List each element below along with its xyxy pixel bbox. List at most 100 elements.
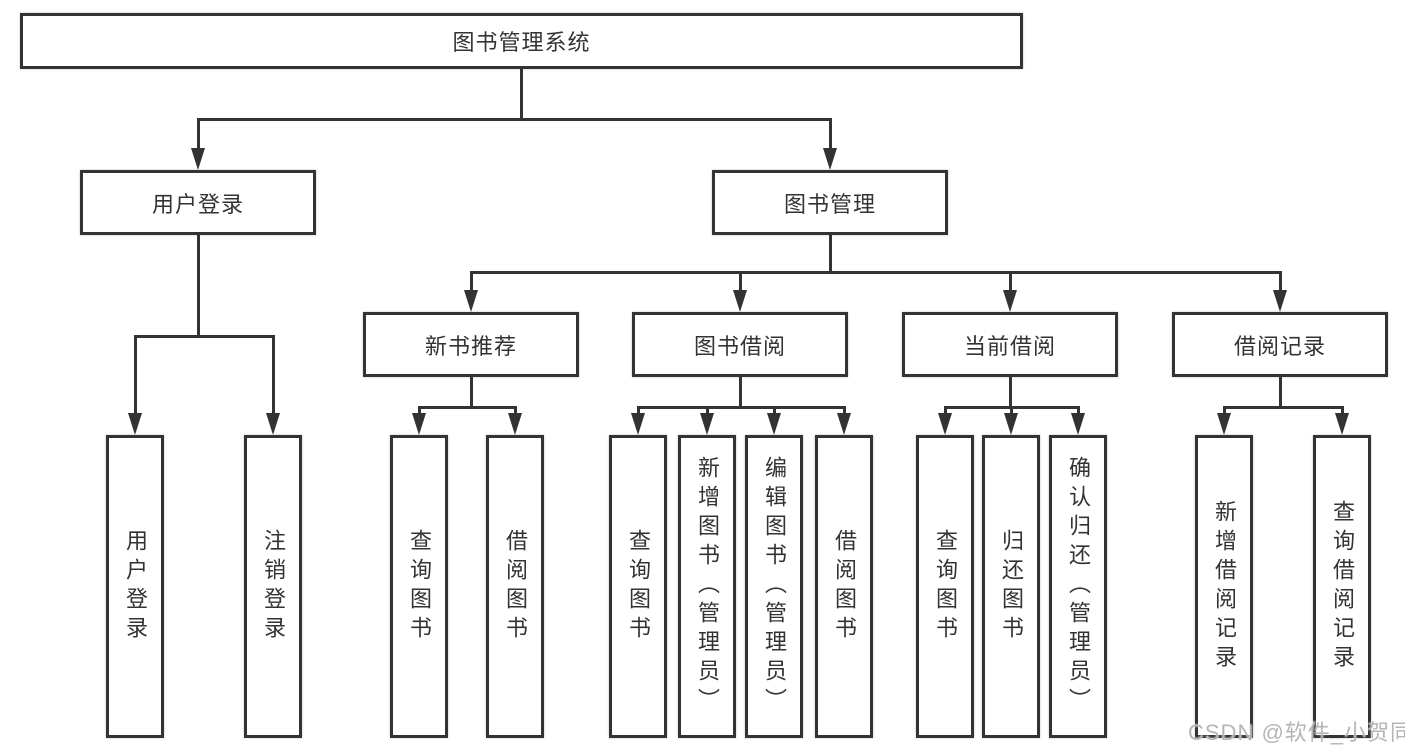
connector-book-borrow-rail	[636, 405, 846, 409]
arrow-shaft	[1008, 272, 1012, 292]
arrow-shaft	[943, 407, 947, 415]
connector-new-book-stem	[469, 377, 473, 407]
node-current-borrow: 当前借阅	[902, 312, 1118, 377]
arrow-to-current-borrow	[1003, 272, 1017, 312]
arrow-to-book-management	[823, 119, 837, 170]
arrow-shaft	[196, 119, 200, 150]
leaf-logout: 注销登录	[244, 435, 302, 738]
node-book-borrow: 图书借阅	[632, 312, 848, 377]
arrowhead-icon	[733, 290, 747, 312]
arrowhead-icon	[412, 413, 426, 435]
leaf-borrow-edit-book: 编辑图书（管理员）	[745, 435, 803, 738]
arrow-to-newbook-query	[412, 407, 426, 435]
node-borrow-records: 借阅记录	[1172, 312, 1388, 377]
arrow-to-leaf-user-login	[128, 336, 142, 435]
arrowhead-icon	[823, 148, 837, 170]
leaf-records-add-record: 新增借阅记录	[1195, 435, 1253, 738]
leaf-current-return-book: 归还图书	[982, 435, 1040, 738]
arrowhead-icon	[128, 413, 142, 435]
leaf-records-query-record: 查询借阅记录	[1313, 435, 1371, 738]
arrow-shaft	[469, 272, 473, 292]
connector-root-stem	[519, 69, 523, 119]
leaf-records-query-record-label: 查询借阅记录	[1330, 499, 1355, 674]
arrow-to-bb-add	[700, 407, 714, 435]
arrow-to-bb-query	[631, 407, 645, 435]
leaf-newbook-borrow-book: 借阅图书	[486, 435, 544, 738]
arrow-shaft	[1278, 272, 1282, 292]
arrow-to-cb-confirm	[1071, 407, 1085, 435]
node-user-login-label: 用户登录	[151, 191, 244, 217]
leaf-current-return-book-label: 归还图书	[999, 528, 1024, 645]
arrow-to-leaf-logout	[266, 336, 280, 435]
leaf-borrow-borrow-book: 借阅图书	[815, 435, 873, 738]
leaf-borrow-edit-book-label: 编辑图书（管理员）	[762, 456, 787, 717]
connector-new-book-rail	[417, 405, 517, 409]
node-new-book-recommend-label: 新书推荐	[424, 333, 517, 359]
node-book-management: 图书管理	[712, 170, 948, 235]
leaf-logout-label: 注销登录	[261, 528, 286, 645]
node-book-management-label: 图书管理	[783, 191, 876, 217]
arrowhead-icon	[938, 413, 952, 435]
arrowhead-icon	[837, 413, 851, 435]
csdn-watermark: CSDN @软件_小贺同学	[1188, 720, 1405, 745]
arrow-to-borrow-records	[1273, 272, 1287, 312]
arrowhead-icon	[1273, 290, 1287, 312]
arrowhead-icon	[508, 413, 522, 435]
arrow-shaft	[772, 407, 776, 415]
leaf-current-query-book-label: 查询图书	[933, 528, 958, 645]
leaf-current-confirm-return: 确认归还（管理员）	[1049, 435, 1107, 738]
connector-user-login-stem	[196, 235, 200, 336]
arrow-shaft	[738, 272, 742, 292]
leaf-borrow-query-book-label: 查询图书	[626, 528, 651, 645]
arrow-to-newbook-borrow	[508, 407, 522, 435]
arrow-shaft	[636, 407, 640, 415]
arrowhead-icon	[1217, 413, 1231, 435]
connector-current-borrow-stem	[1008, 377, 1012, 407]
arrow-shaft	[133, 336, 137, 415]
connector-book-borrow-stem	[738, 377, 742, 407]
arrow-to-cb-return	[1004, 407, 1018, 435]
leaf-current-confirm-return-label: 确认归还（管理员）	[1066, 456, 1091, 717]
arrowhead-icon	[266, 413, 280, 435]
arrow-to-user-login	[191, 119, 205, 170]
arrow-to-records-add	[1217, 407, 1231, 435]
arrow-to-book-borrow	[733, 272, 747, 312]
node-current-borrow-label: 当前借阅	[963, 333, 1056, 359]
arrow-to-bb-edit	[767, 407, 781, 435]
arrowhead-icon	[464, 290, 478, 312]
node-borrow-records-label: 借阅记录	[1233, 333, 1326, 359]
arrowhead-icon	[1071, 413, 1085, 435]
leaf-borrow-add-book-label: 新增图书（管理员）	[695, 456, 720, 717]
leaf-records-add-record-label: 新增借阅记录	[1212, 499, 1237, 674]
arrowhead-icon	[1003, 290, 1017, 312]
arrow-shaft	[1340, 407, 1344, 415]
connector-records-rail	[1222, 405, 1344, 409]
arrow-shaft	[705, 407, 709, 415]
arrow-to-new-book-recommend	[464, 272, 478, 312]
leaf-user-login-label: 用户登录	[123, 528, 148, 645]
arrowhead-icon	[1004, 413, 1018, 435]
leaf-borrow-add-book: 新增图书（管理员）	[678, 435, 736, 738]
arrow-shaft	[1222, 407, 1226, 415]
node-new-book-recommend: 新书推荐	[363, 312, 579, 377]
leaf-current-query-book: 查询图书	[916, 435, 974, 738]
leaf-newbook-query-book-label: 查询图书	[407, 528, 432, 645]
leaf-newbook-borrow-book-label: 借阅图书	[503, 528, 528, 645]
arrow-shaft	[271, 336, 275, 415]
arrow-shaft	[1076, 407, 1080, 415]
arrowhead-icon	[191, 148, 205, 170]
leaf-borrow-borrow-book-label: 借阅图书	[832, 528, 857, 645]
node-user-login: 用户登录	[80, 170, 316, 235]
connector-root-rail	[196, 117, 832, 121]
connector-book-management-stem	[828, 235, 832, 272]
connector-records-stem	[1278, 377, 1282, 407]
arrow-shaft	[1009, 407, 1013, 415]
leaf-user-login: 用户登录	[106, 435, 164, 738]
node-root-label: 图书管理系统	[452, 30, 591, 55]
node-root: 图书管理系统	[20, 13, 1023, 69]
arrow-to-bb-borrow	[837, 407, 851, 435]
arrow-to-records-query	[1335, 407, 1349, 435]
node-book-borrow-label: 图书借阅	[693, 333, 786, 359]
connector-user-login-rail	[133, 334, 275, 338]
